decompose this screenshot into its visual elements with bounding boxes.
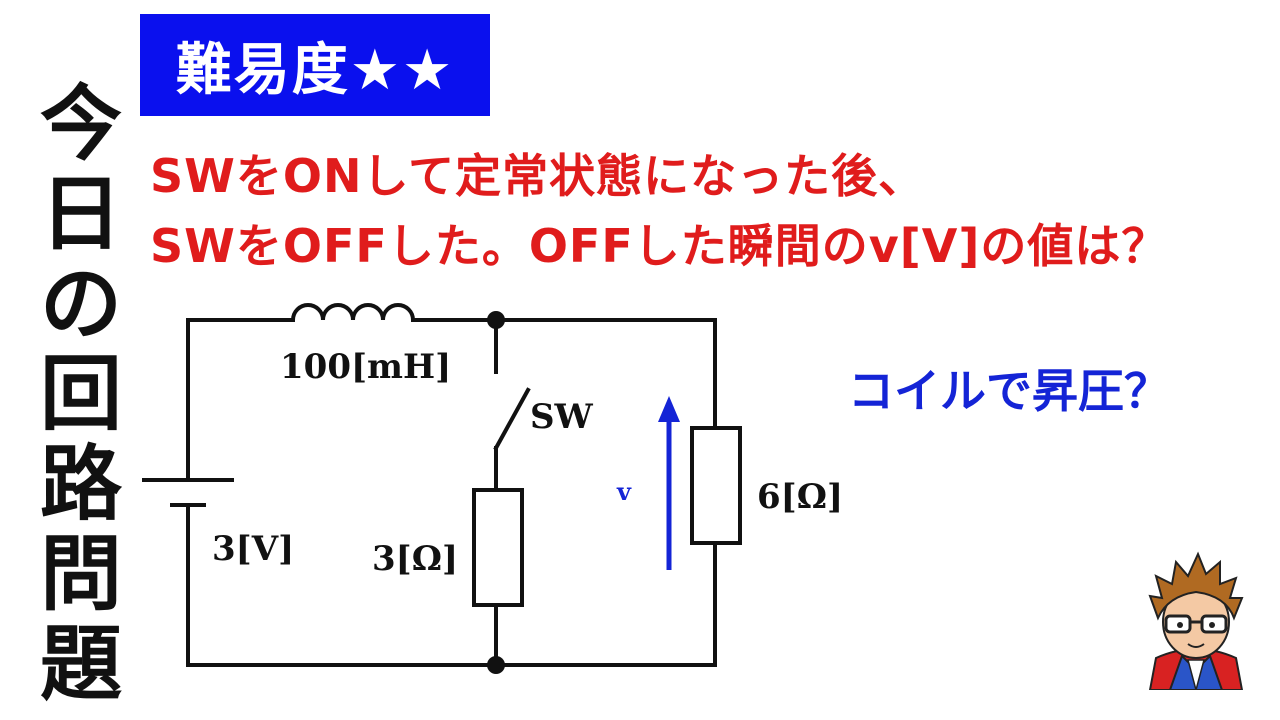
mascot-avatar	[1148, 551, 1244, 690]
switch-label: SW	[530, 397, 594, 437]
resistor2-label: 6[Ω]	[757, 477, 843, 517]
difficulty-badge: 難易度★★	[140, 14, 490, 116]
title-char: 題	[39, 617, 122, 712]
switch-lever	[493, 387, 531, 451]
difficulty-badge-text: 難易度★★	[175, 37, 455, 103]
question-line-2: SWをOFFした。OFFした瞬間のv[V]の値は？	[150, 219, 1169, 273]
resistor-6ohm	[690, 426, 742, 545]
title-char: の	[39, 257, 122, 352]
junction-top	[487, 311, 505, 329]
title-char: 路	[39, 437, 122, 532]
resistor-3ohm	[472, 488, 524, 607]
resistor1-label: 3[Ω]	[372, 539, 458, 579]
question-line-1: SWをONして定常状態になった後、	[150, 149, 926, 203]
title-char: 問	[39, 527, 122, 622]
hint-text: コイルで昇圧？	[848, 364, 1170, 418]
title-char: 回	[39, 347, 122, 442]
voltage-label: v	[616, 477, 632, 506]
junction-bottom	[487, 656, 505, 674]
voltage-arrow-head	[658, 396, 680, 422]
title-char: 今	[39, 77, 122, 172]
vertical-title: 今 日 の 回 路 問 題	[26, 77, 136, 710]
source-label: 3[V]	[212, 529, 294, 569]
inductor-label: 100[mH]	[280, 347, 451, 387]
inductor-symbol	[290, 303, 416, 323]
title-char: 日	[39, 167, 122, 262]
